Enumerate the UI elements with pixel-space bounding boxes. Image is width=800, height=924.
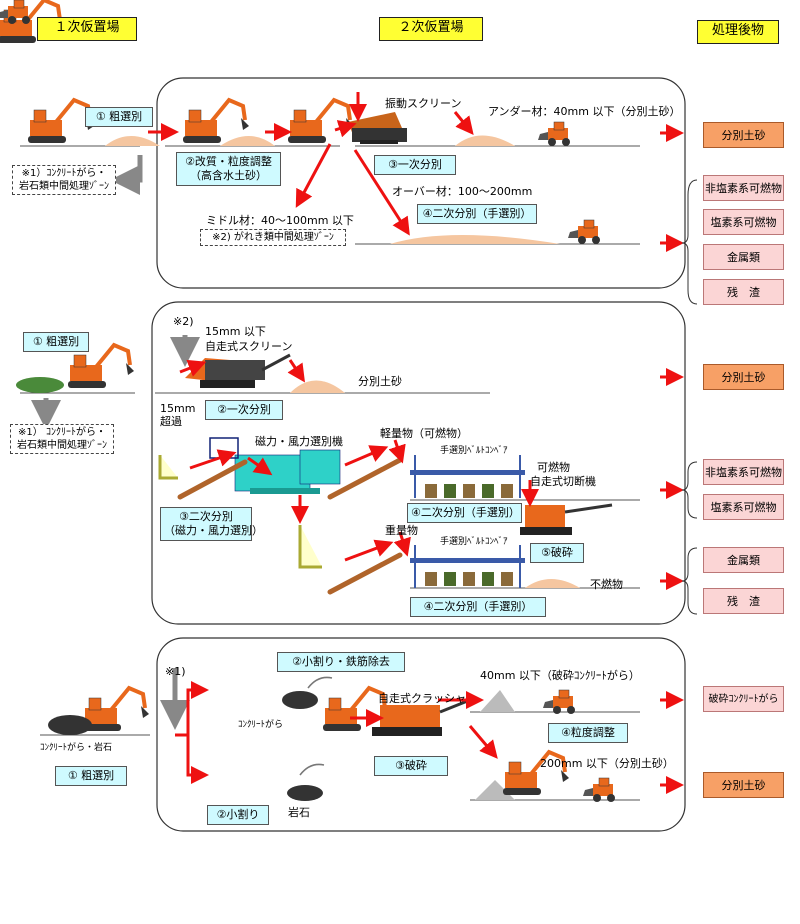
text-hand-belt-1: 手選別ﾍﾞﾙﾄｺﾝﾍﾞｱ <box>440 446 508 456</box>
note-rubble-zone: ※2) がれき類中間処理ｿﾞｰﾝ <box>200 229 346 246</box>
self-propelled-cutter-machine <box>520 503 613 535</box>
output-non-chlorine-combustible-1: 非塩素系可燃物 <box>703 175 784 201</box>
output-separated-soil-1: 分別土砂 <box>703 122 784 148</box>
debris-piles <box>16 377 323 801</box>
output-residue-1: 残 渣 <box>703 279 784 305</box>
hand-sorting-frame-1 <box>410 455 525 498</box>
self-propelled-screen-machine <box>185 353 291 388</box>
hand-sorting-frame-2 <box>410 545 525 588</box>
text-under-200mm: 200mm 以下（分別土砂） <box>540 757 674 770</box>
crushed-pile <box>480 690 515 712</box>
label-split: ②小割り <box>207 805 269 825</box>
curved-arrows <box>299 676 333 776</box>
text-under-40mm: 40mm 以下（破砕ｺﾝｸﾘｰﾄがら） <box>480 669 640 682</box>
label-split-rebar: ②小割り・鉄筋除去 <box>277 652 405 672</box>
note-concrete-zone-1: ※1）ｺﾝｸﾘｰﾄがら・ 岩石類中間処理ｿﾞｰﾝ <box>12 165 116 195</box>
label-magnet-wind-sort: ③二次分別 （磁力・風力選別） <box>160 507 263 541</box>
magnetic-wind-separator-machine <box>209 437 341 494</box>
text-light-material: 軽量物（可燃物） <box>380 427 468 440</box>
label-primary-sort-1: ③一次分別 <box>374 155 456 175</box>
text-hand-belt-2: 手選別ﾍﾞﾙﾄｺﾝﾍﾞｱ <box>440 537 508 547</box>
label-primary-sort-2: ②一次分別 <box>205 400 283 420</box>
panel-row3 <box>156 637 686 832</box>
soil-piles <box>105 135 580 588</box>
vibrating-screen-machine <box>348 112 407 144</box>
text-concrete-rock: ｺﾝｸﾘｰﾄがら・岩石 <box>40 743 113 753</box>
text-noncombustible: 不燃物 <box>590 578 623 591</box>
label-secondary-hand-sort-1: ④二次分別（手選別） <box>417 204 537 224</box>
braces <box>681 179 698 615</box>
output-metals-1: 金属類 <box>703 244 784 270</box>
label-crush-row2: ⑤破砕 <box>530 543 584 563</box>
text-separated-soil-row2: 分別土砂 <box>358 375 402 388</box>
header-primary-yard: １次仮置場 <box>37 17 137 41</box>
text-magnet-wind-separator: 磁力・風力選別機 <box>255 435 343 448</box>
note-concrete-zone-2: ※1） ｺﾝｸﾘｰﾄがら・ 岩石類中間処理ｿﾞｰﾝ <box>10 424 114 454</box>
text-self-propelled-crusher: 自走式クラッシャ <box>378 692 466 705</box>
text-note1-ref: ※1) <box>165 665 186 678</box>
label-rough-sort-3: ① 粗選別 <box>55 766 127 786</box>
text-note2-ref: ※2) <box>173 315 194 328</box>
label-rough-sort-1: ① 粗選別 <box>85 107 153 127</box>
output-chlorine-combustible-1: 塩素系可燃物 <box>703 209 784 235</box>
panel-row1 <box>156 77 686 289</box>
label-rough-sort-2: ① 粗選別 <box>23 332 89 352</box>
text-combustible: 可燃物 <box>537 461 570 474</box>
output-metals-2: 金属類 <box>703 547 784 573</box>
header-secondary-yard: ２次仮置場 <box>379 17 483 41</box>
label-reform-size: ②改質・粒度調整 （高含水土砂） <box>176 152 281 186</box>
output-residue-2: 残 渣 <box>703 588 784 614</box>
label-crush-row3: ③破砕 <box>374 756 448 776</box>
text-rock: 岩石 <box>288 806 310 819</box>
output-separated-soil-3: 分別土砂 <box>703 772 784 798</box>
text-heavy-material: 重量物 <box>385 524 418 537</box>
header-after-treatment: 処理後物 <box>697 20 779 44</box>
text-self-propelled-cutter: 自走式切断機 <box>530 475 596 488</box>
text-self-propelled-screen: 自走式スクリーン <box>205 340 293 353</box>
text-over-15mm: 15mm 超過 <box>160 402 196 428</box>
grey-arrows <box>31 155 200 730</box>
text-screen-size: 15mm 以下 <box>205 325 266 338</box>
text-vibrating-screen: 振動スクリーン <box>385 97 462 110</box>
self-propelled-crusher-machine <box>372 698 471 736</box>
output-chlorine-combustible-2: 塩素系可燃物 <box>703 494 784 520</box>
wheel-loader-icon <box>0 0 30 24</box>
output-crushed-concrete: 破砕ｺﾝｸﾘｰﾄがら <box>703 686 784 712</box>
text-middle-material: ミドル材：40～100mm 以下 <box>206 214 354 227</box>
yellow-flow-arrows <box>158 455 322 569</box>
label-hand-sort-2b: ④二次分別（手選別） <box>410 597 546 617</box>
output-non-chlorine-combustible-2: 非塩素系可燃物 <box>703 459 784 485</box>
crushed-pile-2 <box>475 780 515 800</box>
belt-conveyors <box>177 457 403 595</box>
text-under-material: アンダー材：40mm 以下（分別土砂） <box>488 105 681 118</box>
label-hand-sort-2a: ④二次分別（手選別） <box>407 503 522 523</box>
panel-row2 <box>151 301 686 625</box>
output-separated-soil-2: 分別土砂 <box>703 364 784 390</box>
label-size-adjust: ④粒度調整 <box>548 723 628 743</box>
text-over-material: オーバー材：100～200mm <box>392 185 533 198</box>
red-arrows <box>148 92 684 794</box>
text-concrete-debris: ｺﾝｸﾘｰﾄがら <box>238 720 284 730</box>
